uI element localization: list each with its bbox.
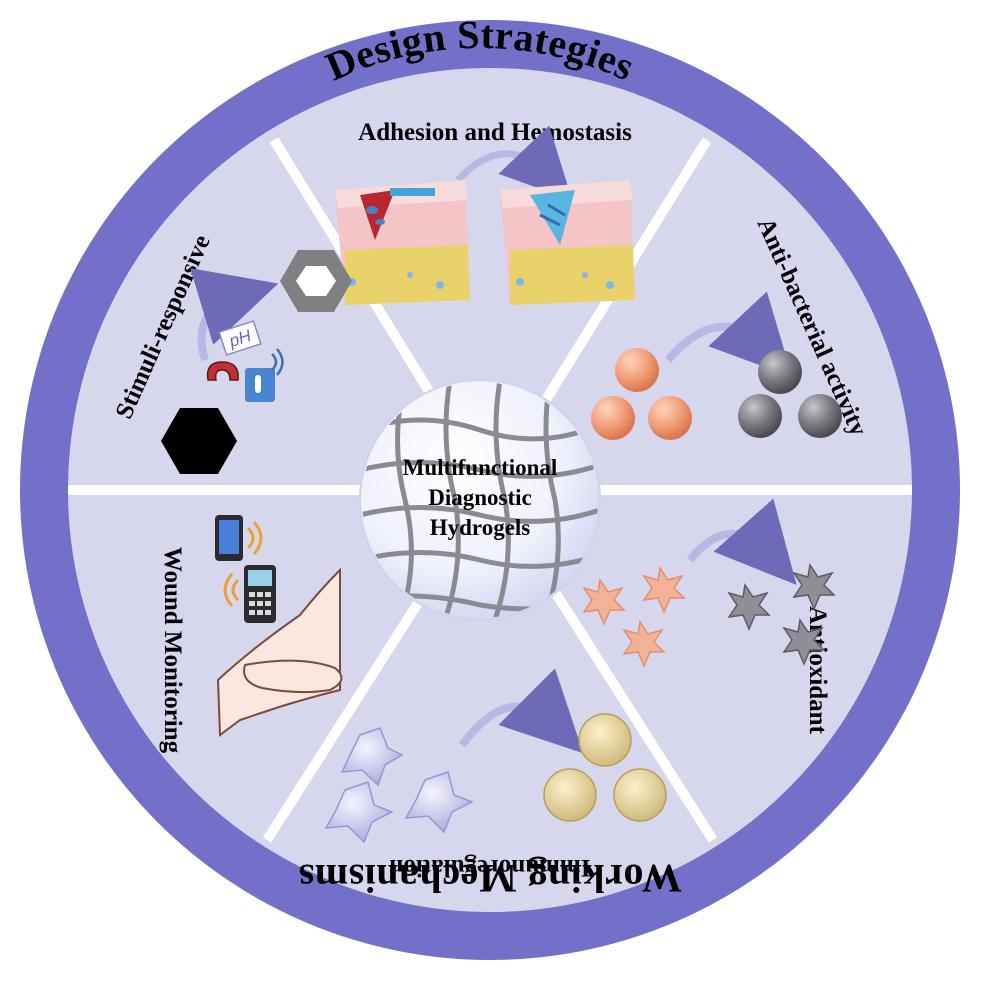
center-label-line3: Hydrogels <box>430 515 531 540</box>
segment-immuno: Immunoregulation <box>324 668 667 881</box>
bacteria-before-icon <box>591 348 692 440</box>
wound-label: Wound Monitoring <box>159 547 186 754</box>
center-hydrogel: Multifunctional Diagnostic Hydrogels <box>359 379 601 621</box>
center-label-line2: Diagnostic <box>428 485 532 510</box>
immuno-label: Immunoregulation <box>389 854 590 881</box>
magnet-icon <box>206 361 239 381</box>
cellphone-icon <box>223 565 276 623</box>
working-mechanisms-title: Working Mechanisms <box>298 856 681 901</box>
hexagon-gray-icon <box>280 250 352 312</box>
smartphone-icon <box>215 515 263 561</box>
adhesion-label: Adhesion and Hemostasis <box>358 119 632 146</box>
ph-icon: pH <box>218 320 262 356</box>
segment-wound: Wound Monitoring <box>159 515 343 754</box>
immuno-arrow-icon <box>458 668 584 754</box>
skin-after-icon <box>500 180 635 305</box>
wireless-temperature-icon <box>245 348 284 402</box>
antioxidant-label: Antioxidant <box>804 606 831 734</box>
cell-before-icon <box>324 727 474 844</box>
star-after-icon <box>727 563 836 666</box>
antibacterial-arrow-icon <box>664 291 793 378</box>
arm-hand-icon <box>216 567 343 737</box>
cell-after-icon <box>543 713 667 822</box>
skin-before-icon <box>335 180 470 305</box>
segment-antioxidant: Antioxidant <box>582 498 836 735</box>
star-before-icon <box>582 566 686 668</box>
segment-adhesion: Adhesion and Hemostasis <box>335 119 635 305</box>
antioxidant-arrow-icon <box>686 498 797 585</box>
adhesion-arrow-icon <box>455 125 573 201</box>
center-label-line1: Multifunctional <box>403 455 558 480</box>
hexagon-black-icon <box>161 408 237 474</box>
bacteria-after-icon <box>738 350 842 438</box>
stimuli-arrow-icon <box>190 268 279 362</box>
